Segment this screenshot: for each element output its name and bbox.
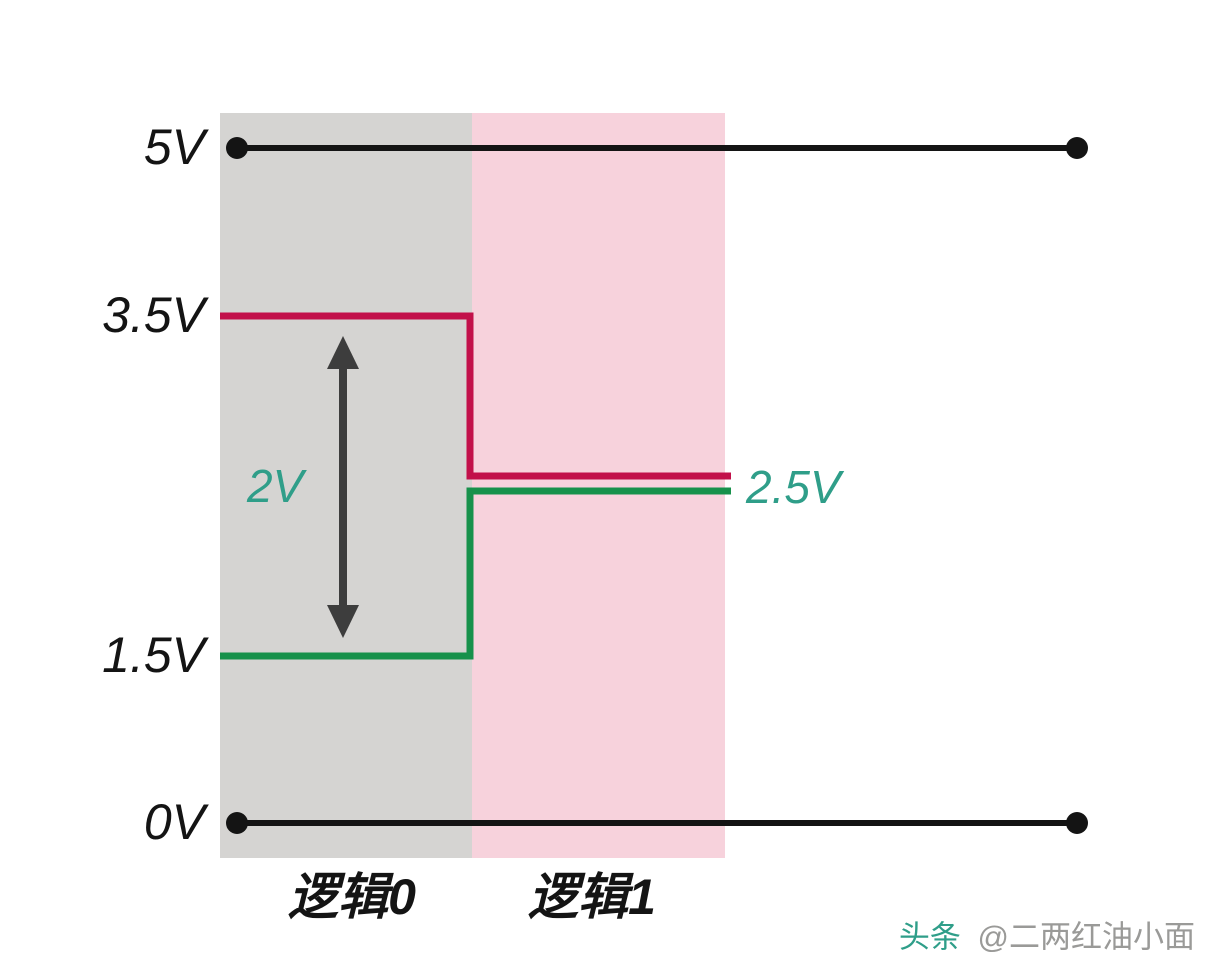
logic1-region xyxy=(472,113,725,858)
rail-5v-left-dot xyxy=(226,137,248,159)
rail-5v-right-dot xyxy=(1066,137,1088,159)
margin-arrow xyxy=(327,336,359,638)
label-5v: 5V xyxy=(143,119,205,175)
margin-arrow-head-up xyxy=(327,336,359,369)
label-3-5v: 3.5V xyxy=(102,287,205,343)
low-threshold-line xyxy=(220,487,731,660)
label-2-5v: 2.5V xyxy=(746,461,841,514)
watermark-brand: 头条 xyxy=(898,919,961,955)
label-1-5v: 1.5V xyxy=(102,627,205,683)
label-logic1: 逻辑1 xyxy=(528,869,656,925)
margin-arrow-head-down xyxy=(327,605,359,638)
high-threshold-line xyxy=(220,312,731,480)
label-logic0: 逻辑0 xyxy=(288,869,416,925)
rail-0v xyxy=(226,812,1088,834)
rail-0v-left-dot xyxy=(226,812,248,834)
watermark: 头条 @二两红油小面 xyxy=(899,912,1195,957)
watermark-handle: @二两红油小面 xyxy=(977,919,1195,955)
rail-0v-right-dot xyxy=(1066,812,1088,834)
label-0v: 0V xyxy=(143,794,205,850)
label-2v-margin: 2V xyxy=(247,460,304,513)
rail-5v xyxy=(226,137,1088,159)
